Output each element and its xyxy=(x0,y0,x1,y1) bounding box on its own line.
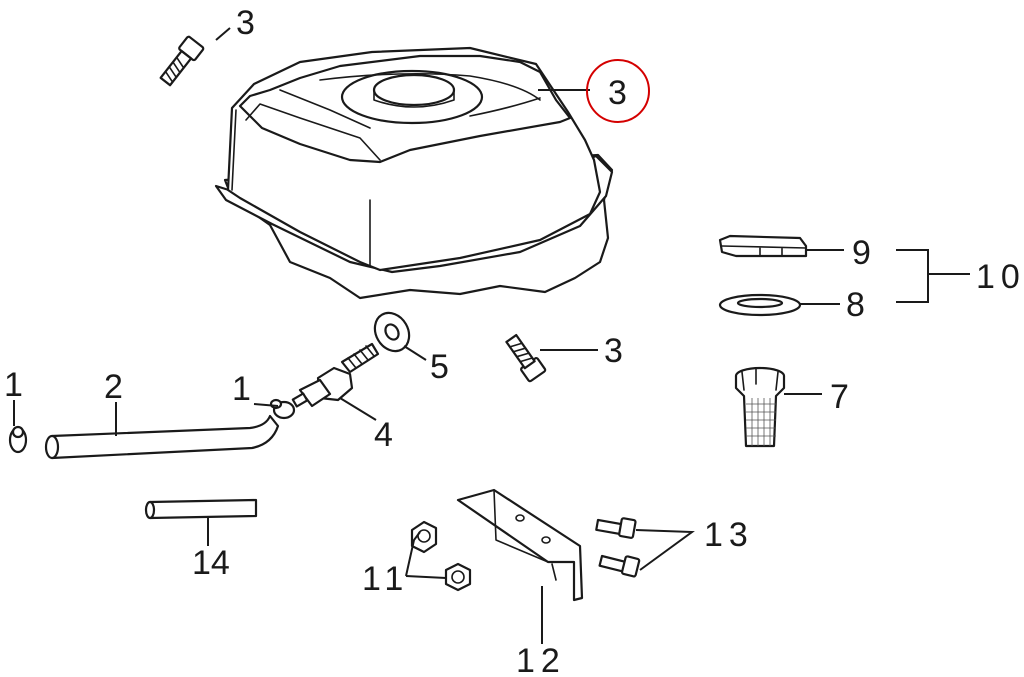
fuel-cap[interactable] xyxy=(718,234,808,258)
short-tube[interactable] xyxy=(144,498,258,520)
washer[interactable] xyxy=(368,307,416,358)
fuel-valve[interactable] xyxy=(291,342,380,408)
callout-3-tank: 3 xyxy=(608,74,627,112)
callout-1-right: 1 xyxy=(232,370,251,408)
fuel-hose[interactable] xyxy=(44,414,280,460)
callout-5: 5 xyxy=(430,348,449,386)
callout-11: 11 xyxy=(362,560,409,598)
callout-9: 9 xyxy=(852,234,871,272)
callout-3-bolt-mid: 3 xyxy=(604,332,623,370)
fuel-tank[interactable] xyxy=(214,46,614,300)
hose-clip-right[interactable] xyxy=(269,398,296,420)
callout-labels: 3 3 9 10 8 7 3 5 4 1 1 2 14 11 13 12 xyxy=(4,4,1024,677)
callout-12: 12 xyxy=(516,642,566,677)
highlight-circle xyxy=(586,59,650,123)
callout-4: 4 xyxy=(374,416,393,454)
bolt-mid[interactable] xyxy=(503,333,547,383)
callout-10: 10 xyxy=(976,258,1024,296)
bracket[interactable] xyxy=(456,488,584,602)
callout-14: 14 xyxy=(192,544,230,582)
nut-lower[interactable] xyxy=(444,562,472,592)
hose-clip-left[interactable] xyxy=(8,425,28,454)
callout-7: 7 xyxy=(830,378,849,416)
callout-2: 2 xyxy=(104,368,123,406)
bolt-top[interactable] xyxy=(157,35,205,88)
cap-gasket[interactable] xyxy=(718,293,802,317)
callout-3-bolt-top: 3 xyxy=(236,4,255,42)
callout-13: 13 xyxy=(704,516,754,554)
fuel-strainer[interactable] xyxy=(734,366,786,448)
bolt-13-lower[interactable] xyxy=(598,554,641,578)
leader-lines xyxy=(13,27,970,644)
bolt-13-upper[interactable] xyxy=(595,517,637,539)
callout-1-left: 1 xyxy=(4,366,23,404)
callout-8: 8 xyxy=(846,286,865,324)
